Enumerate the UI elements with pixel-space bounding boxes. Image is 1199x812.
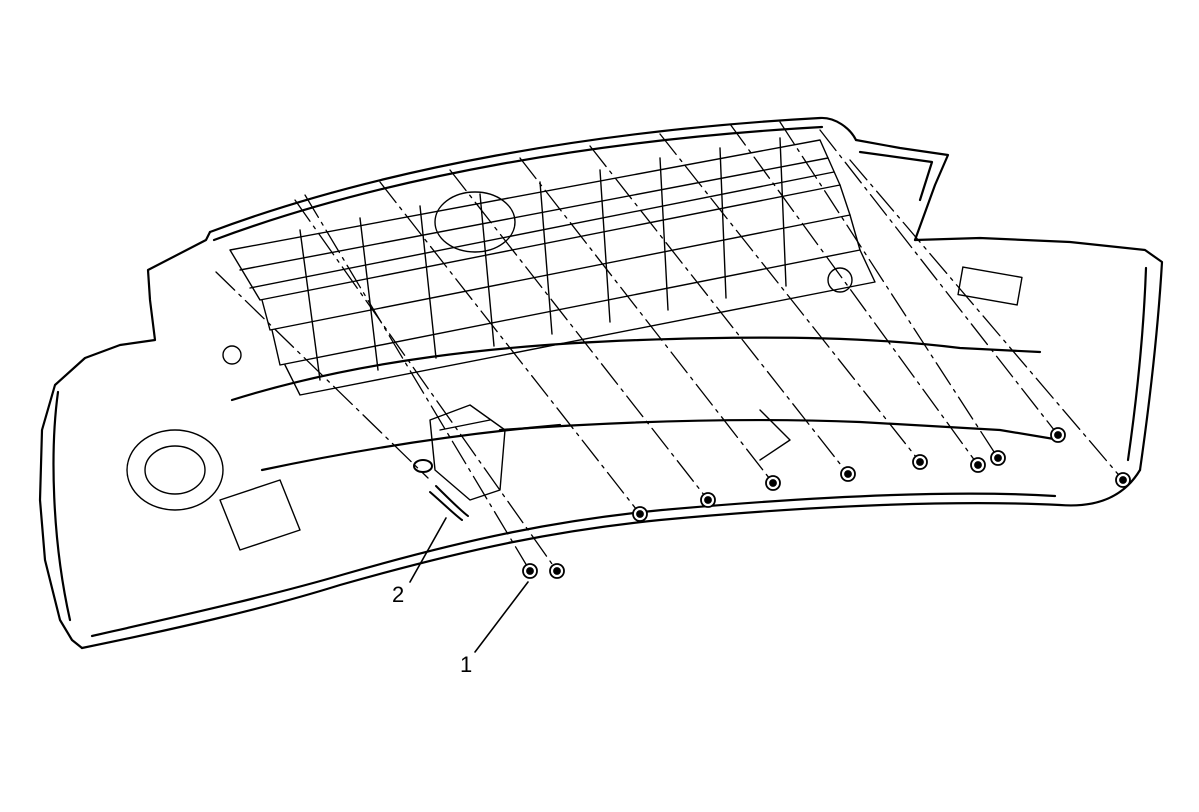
leader-line-2: [409, 517, 447, 583]
grille-cell-columns: [299, 137, 787, 381]
left-lamp-pocket: [126, 429, 224, 511]
grille-lattice: [126, 137, 1023, 551]
center-opening: [434, 191, 516, 253]
fastener-centerlines: [215, 121, 1124, 572]
bolt: [1050, 427, 1066, 443]
bolt: [1115, 472, 1131, 488]
right-grommet: [827, 267, 853, 293]
bolt: [522, 563, 538, 579]
bumper-fascia-outline: [38, 116, 1164, 650]
bolt: [549, 563, 565, 579]
bolt: [840, 466, 856, 482]
retainer-clip: [413, 459, 469, 521]
bolt: [700, 492, 716, 508]
fasteners: [522, 427, 1131, 579]
callout-label-1: 1: [460, 652, 472, 677]
leader-line-1: [474, 581, 529, 653]
bolt: [765, 475, 781, 491]
bolt: [632, 506, 648, 522]
callout-label-2: 2: [392, 582, 404, 607]
bolt: [970, 457, 986, 473]
bolt: [990, 450, 1006, 466]
leader-lines: [409, 517, 529, 653]
bolt: [912, 454, 928, 470]
